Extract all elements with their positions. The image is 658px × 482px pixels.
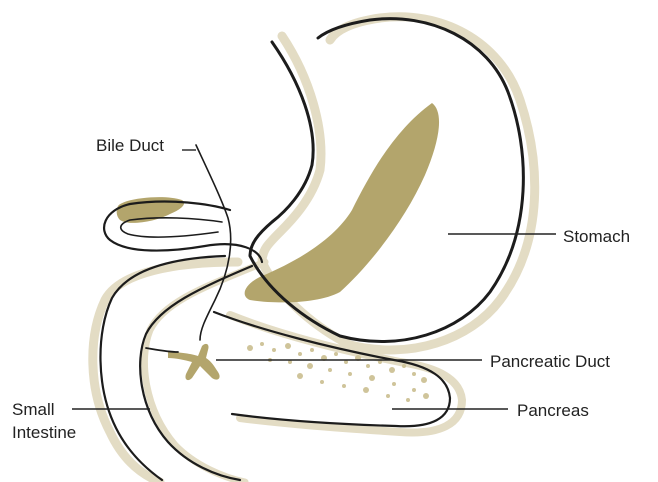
pancreas-texture-dot xyxy=(285,343,291,349)
pancreas-texture-dot xyxy=(328,368,332,372)
pancreas-texture-dot xyxy=(348,372,352,376)
pancreas-texture-dot xyxy=(320,380,324,384)
pancreas-texture-dot xyxy=(423,393,429,399)
pancreas-texture-dot xyxy=(369,375,375,381)
pancreas-texture-dot xyxy=(386,394,390,398)
pancreas-texture-dot xyxy=(334,352,338,356)
pancreas-texture-dot xyxy=(406,398,410,402)
pancreas-texture-dot xyxy=(402,364,406,368)
pancreas-texture-dot xyxy=(342,384,346,388)
pancreas-texture-dot xyxy=(307,363,313,369)
fill-layer xyxy=(117,103,439,380)
pancreas-shadow xyxy=(230,315,462,432)
stomach-label: Stomach xyxy=(563,228,630,245)
small-intestine-label: Small Intestine xyxy=(12,399,76,445)
pancreatic-duct-label: Pancreatic Duct xyxy=(490,353,610,370)
pancreas-texture-dot xyxy=(298,352,302,356)
pancreas-texture-dot xyxy=(297,373,303,379)
pancreas-texture-dot xyxy=(366,364,370,368)
pancreas-texture-dot xyxy=(389,367,395,373)
bile-duct-label: Bile Duct xyxy=(96,137,164,154)
pancreas-texture-dot xyxy=(272,348,276,352)
pancreas-texture-dot xyxy=(392,382,396,386)
pancreas-texture-dot xyxy=(310,348,314,352)
pancreas-texture-dot xyxy=(412,388,416,392)
pancreas-texture-dot xyxy=(421,377,427,383)
pancreas-texture-dot xyxy=(363,387,369,393)
bile-duct-outline xyxy=(196,145,231,340)
pancreas-texture-dot xyxy=(412,372,416,376)
small-intestine-outline-inner xyxy=(140,266,252,480)
pancreas-texture-dot xyxy=(247,345,253,351)
pancreatic-duct-fill xyxy=(168,344,220,380)
pancreatic-duct-line xyxy=(146,348,178,352)
stomach-fold-fill xyxy=(245,103,439,302)
pancreas-label: Pancreas xyxy=(517,402,589,419)
pancreas-texture-dot xyxy=(260,342,264,346)
